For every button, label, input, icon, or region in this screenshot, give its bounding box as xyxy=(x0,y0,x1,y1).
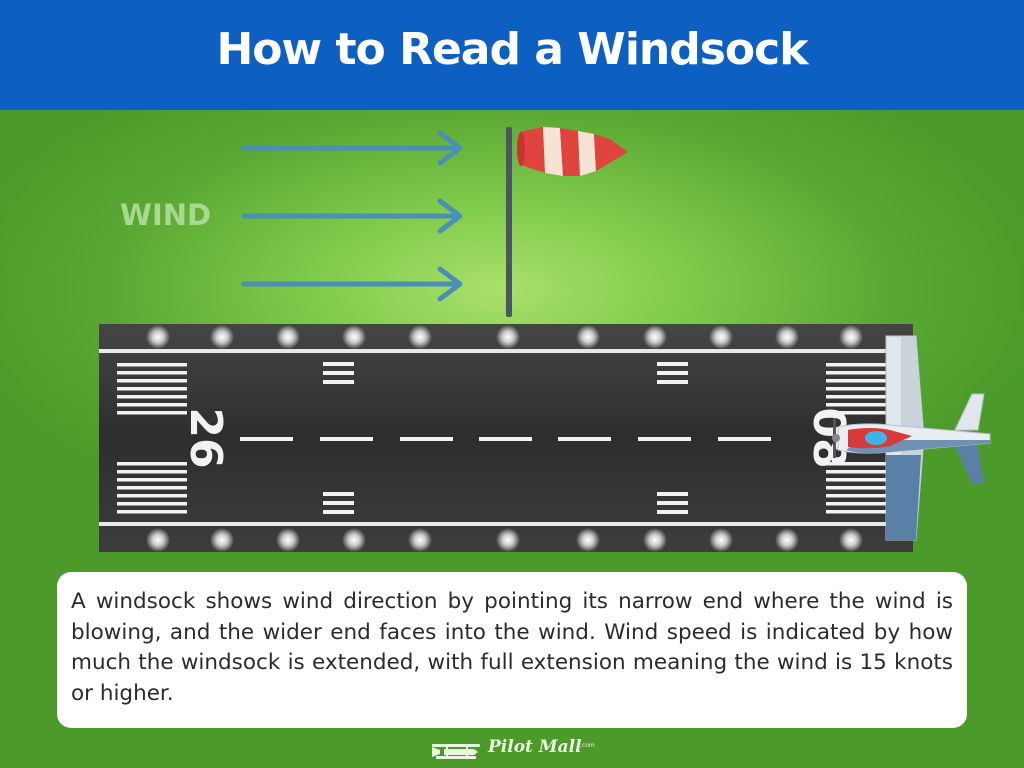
caption-box: A windsock shows wind direction by point… xyxy=(57,572,967,728)
logo-text: Pilot Mall xyxy=(488,737,582,757)
wind-arrow-bottom xyxy=(241,266,463,302)
runway-lights-top xyxy=(146,325,863,349)
pilot-mall-plane-icon xyxy=(432,744,480,759)
threshold-markings-left xyxy=(117,363,187,514)
wind-label: WIND xyxy=(120,198,212,232)
wind-arrows xyxy=(241,130,463,302)
threshold-markings-right xyxy=(826,363,888,514)
runway-edge-line-top xyxy=(99,349,913,353)
windsock-pole xyxy=(506,127,512,317)
touchdown-markings xyxy=(323,362,688,514)
runway-edge-line-bottom xyxy=(99,522,913,526)
windsock xyxy=(506,127,628,317)
pilot-mall-logo: Pilot Mall .com xyxy=(430,736,600,762)
runway-centerline xyxy=(240,437,771,441)
runway-number-left: 26 xyxy=(180,407,231,468)
airplane-icon xyxy=(832,335,991,541)
caption-text: A windsock shows wind direction by point… xyxy=(71,589,953,706)
windsock-sock xyxy=(517,127,628,176)
header-banner: How to Read a Windsock xyxy=(0,0,1024,110)
runway-lights-bottom xyxy=(146,528,863,552)
wind-arrow-middle xyxy=(241,198,463,234)
wind-arrow-top xyxy=(241,130,463,166)
page-title: How to Read a Windsock xyxy=(216,24,808,75)
runway: 26 08 xyxy=(99,324,913,552)
logo-suffix: .com xyxy=(580,742,595,749)
